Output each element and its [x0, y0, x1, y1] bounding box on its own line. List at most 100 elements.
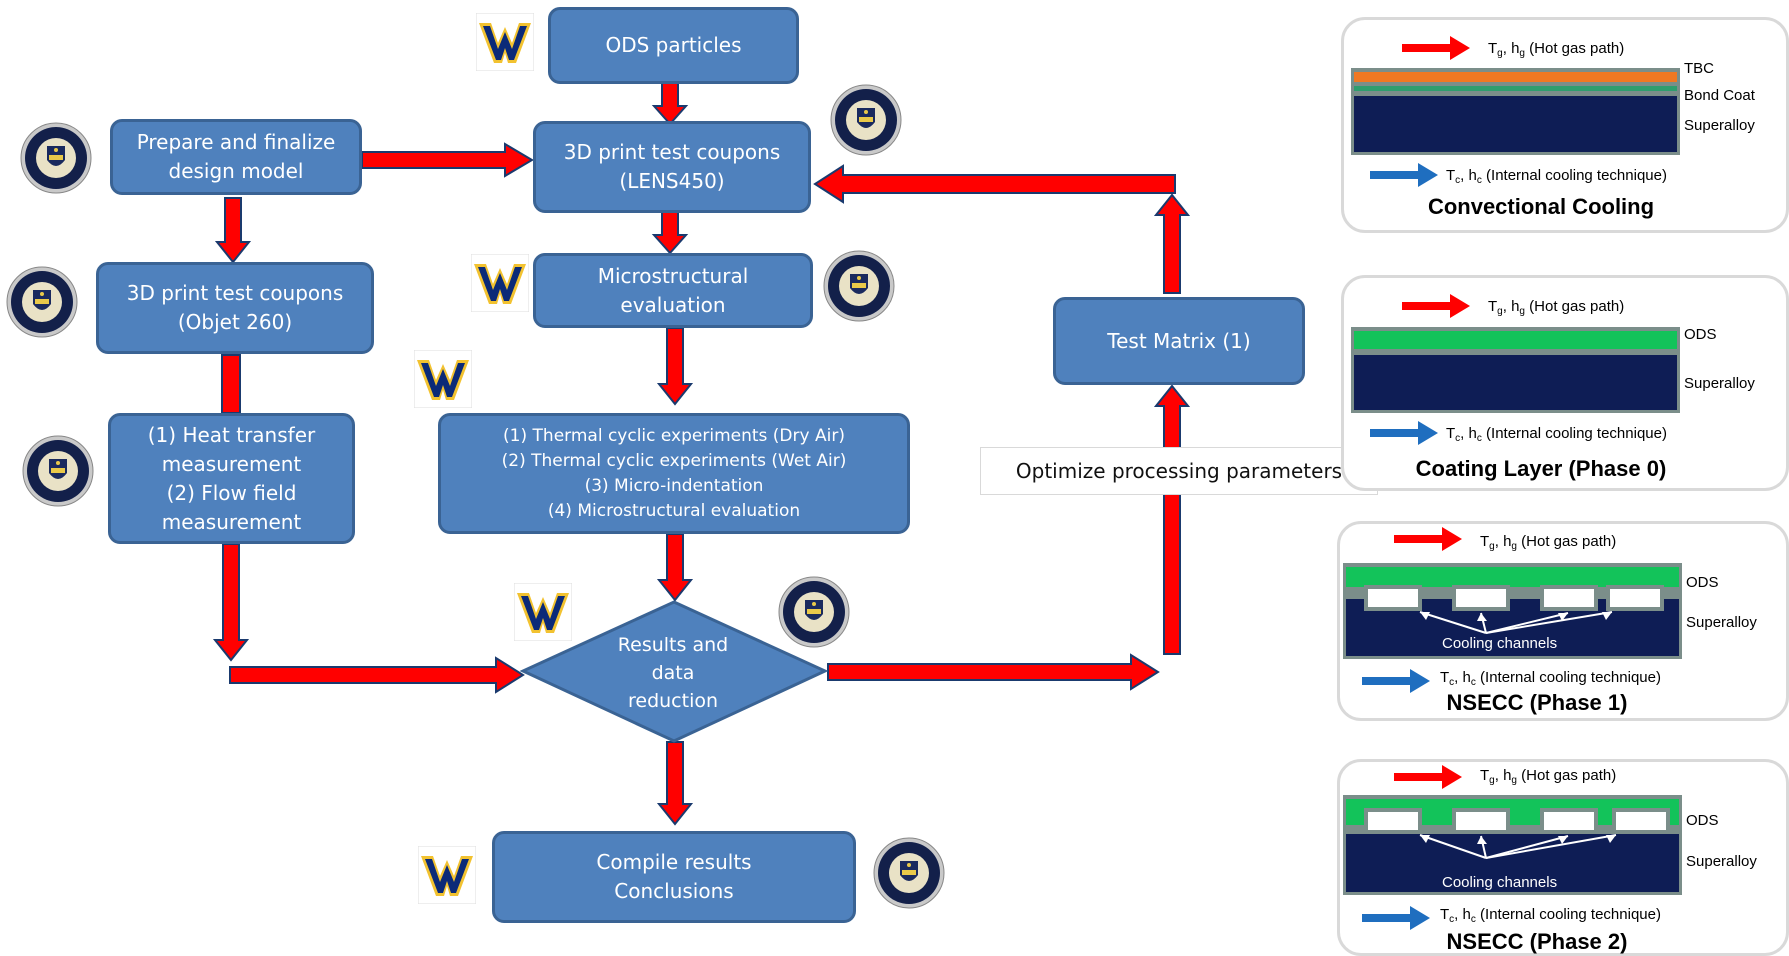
arrow-lens-to-micro — [651, 210, 689, 255]
test-matrix-box: Test Matrix (1) — [1053, 297, 1305, 385]
results-line1: Results and — [617, 634, 729, 656]
pitt-seal — [6, 266, 78, 338]
cooling-arrow — [1362, 906, 1430, 930]
results-diamond — [520, 600, 828, 743]
hot-gas-label: Tg, hg (Hot gas path) — [1488, 40, 1625, 59]
arrow-up-to-test-matrix — [1153, 193, 1191, 294]
pitt-seal — [778, 576, 850, 648]
microstructural-line2: evaluation — [620, 292, 726, 317]
heat-transfer-line1: (1) Heat transfer — [147, 422, 316, 447]
prepare-model-line1: Prepare and finalize — [136, 130, 336, 154]
arrow-ods-to-lens — [651, 79, 689, 126]
label-bond-coat: Bond Coat — [1684, 87, 1755, 104]
pitt-seal — [20, 122, 92, 194]
cooling-channels-graphic — [1364, 585, 1664, 634]
heat-transfer-line4: measurement — [161, 509, 302, 534]
microstructural-line1: Microstructural — [597, 263, 749, 288]
arrow-results-to-right — [827, 653, 1160, 691]
compile-line1: Compile results — [596, 850, 752, 874]
experiments-line4: (4) Microstructural evaluation — [547, 500, 801, 521]
wvu-logo — [418, 846, 476, 904]
results-line2: data — [651, 662, 695, 684]
print-lens-line1: 3D print test coupons — [563, 140, 781, 164]
hot-gas-label: Tg, hg (Hot gas path) — [1488, 298, 1625, 317]
hot-gas-arrow — [1402, 294, 1470, 318]
arrow-micro-to-experiments — [656, 327, 694, 406]
experiments-line2: (2) Thermal cyclic experiments (Wet Air) — [501, 450, 847, 471]
label-ods: ODS — [1686, 574, 1719, 591]
layer-superalloy — [1354, 355, 1677, 410]
print-objet-line2: (Objet 260) — [177, 310, 293, 334]
panel-title: Convectional Cooling — [1427, 194, 1655, 219]
test-matrix-label: Test Matrix (1) — [1107, 328, 1251, 353]
cooling-label: Tc, hc (Internal cooling technique) — [1440, 906, 1661, 925]
experiments-box: (1) Thermal cyclic experiments (Dry Air)… — [438, 413, 910, 534]
hot-gas-label: Tg, hg (Hot gas path) — [1480, 533, 1617, 552]
cooling-label: Tc, hc (Internal cooling technique) — [1446, 167, 1667, 186]
heat-transfer-line2: measurement — [161, 451, 302, 476]
panel-title: Coating Layer (Phase 0) — [1415, 456, 1667, 481]
arrow-up-to-optimize — [1153, 384, 1191, 655]
cooling-arrow — [1370, 163, 1438, 187]
arrow-feedback-to-lens — [813, 164, 1176, 204]
pitt-seal — [830, 84, 902, 156]
microstructural-box: Microstructural evaluation — [533, 253, 813, 328]
cooling-channels-graphic — [1364, 808, 1670, 859]
pitt-seal — [873, 837, 945, 909]
wvu-logo — [471, 254, 529, 312]
panel-title: NSECC (Phase 2) — [1446, 929, 1628, 954]
panel-title: NSECC (Phase 1) — [1446, 690, 1628, 715]
ods-particles-box: ODS particles — [548, 7, 799, 84]
hot-gas-arrow — [1402, 36, 1470, 60]
cooling-channels-label: Cooling channels — [1442, 874, 1558, 891]
cooling-label: Tc, hc (Internal cooling technique) — [1440, 669, 1661, 688]
cooling-arrow — [1362, 669, 1430, 693]
optimize-label: Optimize processing parameters — [1015, 459, 1343, 483]
print-objet-box: 3D print test coupons (Objet 260) — [96, 262, 374, 354]
arrow-prepare-to-objet — [214, 197, 252, 264]
experiments-line1: (1) Thermal cyclic experiments (Dry Air) — [503, 425, 845, 446]
pitt-seal — [22, 435, 94, 507]
layer-ods — [1354, 331, 1677, 349]
label-ods: ODS — [1686, 812, 1719, 829]
arrow-objet-to-heat — [221, 354, 241, 414]
cooling-channels-label: Cooling channels — [1442, 635, 1558, 652]
label-superalloy: Superalloy — [1684, 117, 1755, 134]
hot-gas-arrow — [1394, 527, 1462, 551]
label-superalloy: Superalloy — [1684, 375, 1755, 392]
arrow-heat-down — [212, 543, 250, 662]
experiments-line3: (3) Micro-indentation — [584, 475, 764, 496]
wvu-logo — [414, 350, 472, 408]
cooling-label: Tc, hc (Internal cooling technique) — [1446, 425, 1667, 444]
layer-ods — [1346, 567, 1679, 587]
wvu-logo — [476, 13, 534, 71]
heat-transfer-box: (1) Heat transfer measurement (2) Flow f… — [108, 413, 355, 544]
heat-transfer-line3: (2) Flow field — [166, 480, 297, 505]
ods-particles-label: ODS particles — [605, 33, 742, 57]
label-superalloy: Superalloy — [1686, 614, 1757, 631]
print-lens-line2: (LENS450) — [619, 169, 725, 193]
prepare-model-box: Prepare and finalize design model — [110, 119, 362, 195]
arrow-prepare-to-lens — [361, 142, 534, 178]
compile-results-box: Compile results Conclusions — [492, 831, 856, 923]
arrow-results-to-compile — [656, 741, 694, 826]
results-line3: reduction — [627, 690, 719, 712]
print-lens-box: 3D print test coupons (LENS450) — [533, 121, 811, 213]
results-label: Results and data reduction — [598, 631, 748, 715]
hot-gas-label: Tg, hg (Hot gas path) — [1480, 767, 1617, 786]
hot-gas-arrow — [1394, 765, 1462, 789]
layer-superalloy — [1354, 96, 1677, 152]
label-superalloy: Superalloy — [1686, 853, 1757, 870]
label-ods: ODS — [1684, 326, 1717, 343]
cooling-arrow — [1370, 421, 1438, 445]
optimize-label-box: Optimize processing parameters — [980, 447, 1378, 495]
wvu-logo — [514, 583, 572, 641]
arrow-to-results — [229, 656, 525, 694]
layer-bond-coat — [1354, 86, 1677, 91]
compile-line2: Conclusions — [614, 879, 734, 903]
prepare-model-line2: design model — [168, 159, 304, 183]
layer-tbc — [1354, 72, 1677, 82]
print-objet-line1: 3D print test coupons — [126, 281, 344, 305]
pitt-seal — [823, 250, 895, 322]
layer-superalloy — [1346, 834, 1679, 892]
